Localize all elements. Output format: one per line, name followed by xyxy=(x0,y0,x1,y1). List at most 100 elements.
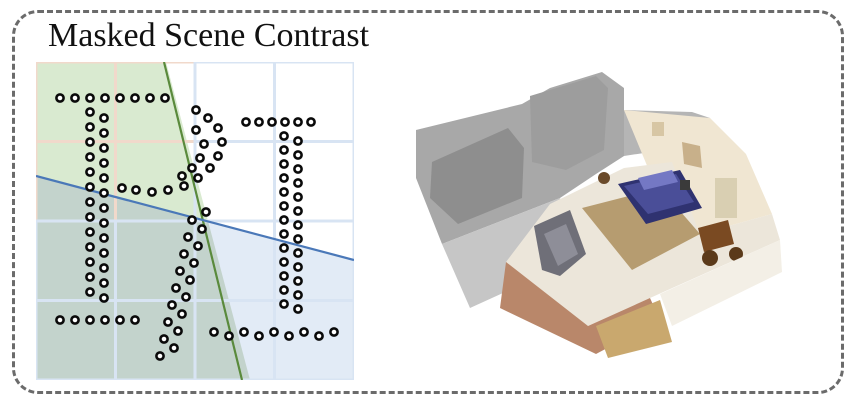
sample-point xyxy=(85,257,95,267)
sample-point xyxy=(279,243,289,253)
sample-point xyxy=(241,117,251,127)
sample-point xyxy=(267,117,277,127)
sample-point xyxy=(85,122,95,132)
masked-point-grid xyxy=(36,62,354,380)
sample-point xyxy=(187,163,197,173)
sample-point xyxy=(284,331,294,341)
sample-point xyxy=(279,299,289,309)
sample-point xyxy=(191,125,201,135)
sample-point xyxy=(85,242,95,252)
sample-point xyxy=(293,262,303,272)
sample-point xyxy=(159,334,169,344)
sample-point xyxy=(70,315,80,325)
sample-point xyxy=(187,215,197,225)
sample-point xyxy=(293,150,303,160)
sample-point xyxy=(85,167,95,177)
sample-point xyxy=(177,171,187,181)
sample-point xyxy=(85,315,95,325)
sample-point xyxy=(55,93,65,103)
sample-point xyxy=(85,197,95,207)
sample-point xyxy=(99,278,109,288)
grid-cell-outline xyxy=(273,299,354,380)
sample-point xyxy=(279,145,289,155)
sample-point xyxy=(193,173,203,183)
sample-point xyxy=(293,192,303,202)
sample-point xyxy=(293,220,303,230)
sample-point xyxy=(100,315,110,325)
sample-point xyxy=(279,131,289,141)
sample-point xyxy=(199,139,209,149)
sample-point xyxy=(115,93,125,103)
dashed-frame xyxy=(12,10,844,394)
sofa-seat xyxy=(544,224,578,266)
sample-point xyxy=(85,227,95,237)
sample-point xyxy=(160,93,170,103)
wood-table xyxy=(698,220,734,252)
sample-point xyxy=(293,164,303,174)
sample-point xyxy=(163,317,173,327)
sample-point xyxy=(193,241,203,251)
sample-point xyxy=(145,93,155,103)
sample-point xyxy=(329,327,339,337)
sample-point xyxy=(269,327,279,337)
plant xyxy=(598,172,610,184)
sample-point xyxy=(130,93,140,103)
sample-point xyxy=(213,123,223,133)
sample-point xyxy=(293,117,303,127)
sample-point xyxy=(185,275,195,285)
sample-point xyxy=(279,271,289,281)
sample-point xyxy=(197,224,207,234)
sample-point xyxy=(177,309,187,319)
side-table xyxy=(680,180,690,190)
sample-point xyxy=(293,248,303,258)
chair-2 xyxy=(729,247,743,261)
sample-point xyxy=(279,173,289,183)
sample-point xyxy=(85,212,95,222)
sample-point xyxy=(130,315,140,325)
sample-point xyxy=(85,182,95,192)
point-cloud-room xyxy=(416,72,782,358)
sample-point xyxy=(99,143,109,153)
sample-point xyxy=(163,185,173,195)
sample-point xyxy=(209,327,219,337)
sample-point xyxy=(171,283,181,293)
sample-point xyxy=(167,300,177,310)
sample-point xyxy=(189,258,199,268)
sample-point xyxy=(99,263,109,273)
sample-point xyxy=(279,257,289,267)
sample-point xyxy=(293,234,303,244)
front-wood-panel xyxy=(596,300,672,358)
sample-point xyxy=(293,304,303,314)
sample-point xyxy=(306,117,316,127)
sample-point xyxy=(100,93,110,103)
sample-point xyxy=(85,272,95,282)
front-white-panel xyxy=(660,240,782,326)
sample-point xyxy=(239,327,249,337)
sample-point xyxy=(191,105,201,115)
sample-point xyxy=(195,153,205,163)
sample-point xyxy=(85,93,95,103)
sample-point xyxy=(155,351,165,361)
sampled-points xyxy=(55,93,339,361)
sample-point xyxy=(115,315,125,325)
sample-point xyxy=(293,136,303,146)
sample-point xyxy=(175,266,185,276)
sample-point xyxy=(181,292,191,302)
sample-point xyxy=(224,331,234,341)
right-wall-decor xyxy=(682,142,702,168)
sample-point xyxy=(201,207,211,217)
sample-point xyxy=(299,327,309,337)
sample-point xyxy=(99,113,109,123)
lamp xyxy=(652,122,664,136)
gray-furniture xyxy=(430,128,524,224)
sample-point xyxy=(117,183,127,193)
sample-point xyxy=(99,128,109,138)
sample-point xyxy=(254,331,264,341)
sample-point xyxy=(99,233,109,243)
sample-point xyxy=(293,178,303,188)
sample-point xyxy=(85,287,95,297)
pillows xyxy=(638,170,678,190)
sample-point xyxy=(279,229,289,239)
sample-point xyxy=(205,163,215,173)
sample-point xyxy=(279,159,289,169)
